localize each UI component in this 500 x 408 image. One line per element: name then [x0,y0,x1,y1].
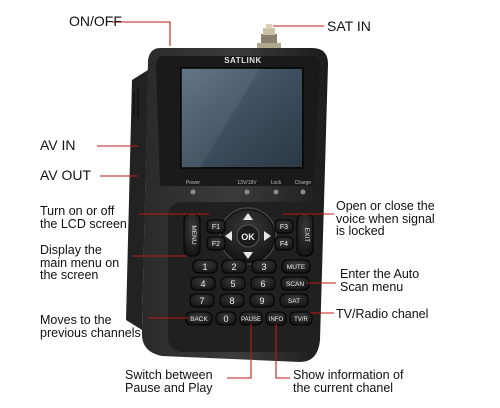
key-2-label: 2 [231,262,236,272]
f4-label: F4 [280,241,288,248]
key-6-label: 6 [260,279,265,289]
key-9-label: 9 [259,296,264,306]
f2-label: F2 [212,241,220,248]
sat-in-connector [257,24,281,51]
exit-label: EXIT [303,228,310,242]
callout-previous: Moves to the previous channels [40,313,141,340]
callout-menu: Display the main menu on the screen [40,243,120,282]
callout-on-off: ON/OFF [69,13,122,29]
leader-info [275,324,290,379]
pause-label: PAUSE [241,317,261,323]
callout-tv-radio: TV/Radio chanel [336,307,429,321]
key-7-label: 7 [199,296,204,306]
key-9[interactable]: 9 [249,293,275,308]
f3-label: F3 [280,224,288,231]
up-arrow-icon[interactable] [243,213,253,220]
key-3-label: 3 [261,262,266,272]
right-arrow-icon[interactable] [264,231,271,241]
scan-label: SCAN [286,281,304,288]
brand-logo: SATLINK [224,56,262,65]
lcd-screen [180,67,304,169]
down-arrow-icon[interactable] [243,252,253,259]
indicator-power-label: Power [186,180,201,186]
scan-button[interactable]: SCAN [280,276,310,291]
info-button[interactable]: INFO [265,311,287,326]
sat-button[interactable]: SAT [279,293,309,308]
key-4[interactable]: 4 [190,276,216,291]
number-keypad: 1 2 3 MUTE 4 5 6 SCAN 7 8 9 SAT BACK 0 P… [185,259,313,326]
indicator-charge-label: Charge [295,180,312,186]
menu-label: MENU [190,225,197,244]
mute-button[interactable]: MUTE [281,259,311,274]
info-label: INFO [269,317,284,323]
callout-voice: Open or close the voice when signal is l… [336,199,435,238]
f1-button[interactable]: F1 [206,219,226,234]
key-2[interactable]: 2 [221,259,247,274]
key-7[interactable]: 7 [189,293,215,308]
key-1-label: 1 [202,262,207,272]
key-6[interactable]: 6 [250,276,276,291]
callout-sat-in: SAT IN [327,18,371,34]
key-3[interactable]: 3 [251,259,277,274]
sat-label: SAT [288,298,300,305]
key-5-label: 5 [230,279,235,289]
callout-av-out: AV OUT [40,167,92,183]
ok-button[interactable] [236,224,260,248]
tv-radio-label: TV/R [294,317,308,323]
f1-label: F1 [212,224,220,231]
callout-info: Show information of the current chanel [293,368,404,395]
side-grip [126,70,148,330]
callout-av-in: AV IN [40,137,76,153]
f4-button[interactable]: F4 [274,236,294,251]
ok-button-label: OK [241,232,255,242]
f3-button[interactable]: F3 [274,219,294,234]
key-1[interactable]: 1 [192,259,218,274]
key-0[interactable]: 0 [215,311,237,326]
navigation-pad[interactable]: OK [219,207,277,265]
indicator-lock-label: Lock [271,180,282,186]
leader-pause [227,324,252,379]
f2-button[interactable]: F2 [206,236,226,251]
key-0-label: 0 [223,314,228,324]
key-8[interactable]: 8 [219,293,245,308]
key-8-label: 8 [229,296,234,306]
pause-button[interactable]: PAUSE [239,311,263,326]
callout-pause: Switch between Pause and Play [125,368,213,395]
key-5[interactable]: 5 [220,276,246,291]
vent-slots [133,88,139,118]
exit-button[interactable]: EXIT [296,213,314,257]
callout-scan: Enter the Auto Scan menu [340,267,420,294]
key-4-label: 4 [200,279,205,289]
mute-label: MUTE [287,264,306,271]
tv-radio-button[interactable]: TV/R [289,311,313,326]
callout-lcd: Turn on or off the LCD screen [40,204,127,231]
back-label: BACK [190,316,208,323]
leader-on-off [112,21,171,46]
menu-button[interactable]: MENU [183,213,201,257]
indicator-13v18v-label: 13V/18V [237,180,257,186]
back-button[interactable]: BACK [185,311,213,326]
left-arrow-icon[interactable] [225,231,232,241]
indicator-leds [190,189,306,195]
callout-leader-lines [97,21,336,379]
